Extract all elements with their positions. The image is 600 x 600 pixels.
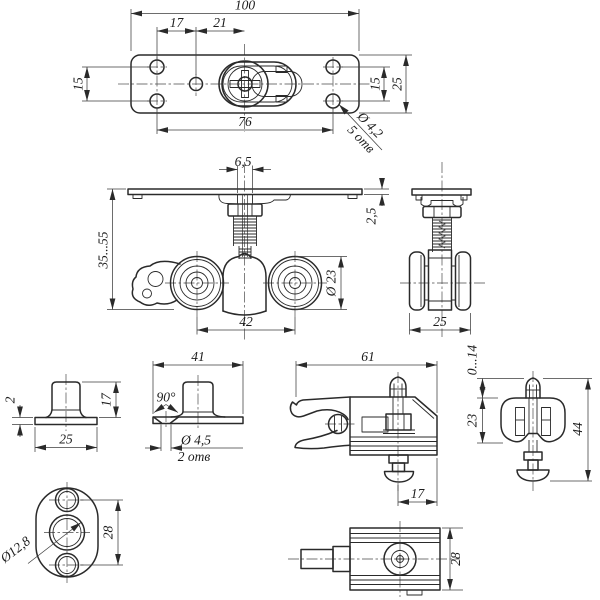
dim-plate-width: 25 (390, 77, 405, 91)
dim-plate-hole-pitch-right: 15 (368, 77, 383, 91)
dim-roller-height-range: 35...55 (96, 231, 111, 269)
label-stopper-hole-count: 2 отв (178, 449, 211, 464)
view-plate-top: 100 17 21 15 76 15 25 Ø 4,2 5 отв (71, 0, 412, 156)
dim-plate-overall-width: 100 (235, 0, 256, 13)
view-bracket-side: 0...14 23 44 (465, 345, 592, 491)
dim-roller-slot-width: 6,5 (235, 154, 252, 169)
dim-roller-diameter: Ø 23 (324, 269, 339, 297)
dim-bracket-body-height: 23 (465, 414, 480, 428)
dim-plate-hole-span: 76 (238, 114, 252, 129)
dim-stopper-countersink-angle: 90° (157, 390, 177, 405)
dim-stopper-height: 17 (99, 392, 114, 407)
dim-bracket-pin-travel: 0...14 (465, 345, 480, 376)
view-roller-front: 6,5 2,5 35...55 Ø 23 42 (96, 154, 389, 340)
dim-stopper-base-width: 25 (59, 432, 73, 447)
dim-plate-hole-offset: 17 (170, 15, 185, 30)
dim-plate-hole-pitch-left: 15 (71, 77, 86, 91)
dim-roller-side-width: 25 (433, 314, 447, 329)
dim-bracket-pin-offset: 17 (411, 486, 426, 501)
dim-oval-hole-spacing: 28 (101, 526, 116, 540)
view-stopper-front: 2 17 25 (3, 374, 121, 452)
dim-bracket-bottom-width: 28 (448, 552, 463, 566)
dim-oval-hole-diameter: Ø12,8 (0, 533, 33, 566)
dim-bracket-length: 61 (361, 349, 375, 364)
dim-roller-spacing: 42 (239, 314, 253, 329)
view-bracket-bottom: 28 (288, 521, 463, 597)
view-bracket-front: 61 17 (289, 349, 438, 506)
dim-stopper-hole-diameter: Ø 4,5 (180, 433, 211, 448)
view-roller-side: 25 (400, 162, 485, 337)
dim-stopper-base-thickness: 2 (3, 396, 18, 403)
dim-roller-plate-thickness: 2,5 (364, 207, 379, 224)
view-stopper-side: 90° 41 Ø 4,5 2 отв (145, 349, 244, 464)
dim-stopper-length: 41 (191, 349, 205, 364)
view-oval-plate: Ø12,8 28 (0, 482, 123, 583)
dim-plate-hole-to-center: 21 (213, 15, 227, 30)
dim-bracket-total-height: 44 (570, 422, 585, 436)
